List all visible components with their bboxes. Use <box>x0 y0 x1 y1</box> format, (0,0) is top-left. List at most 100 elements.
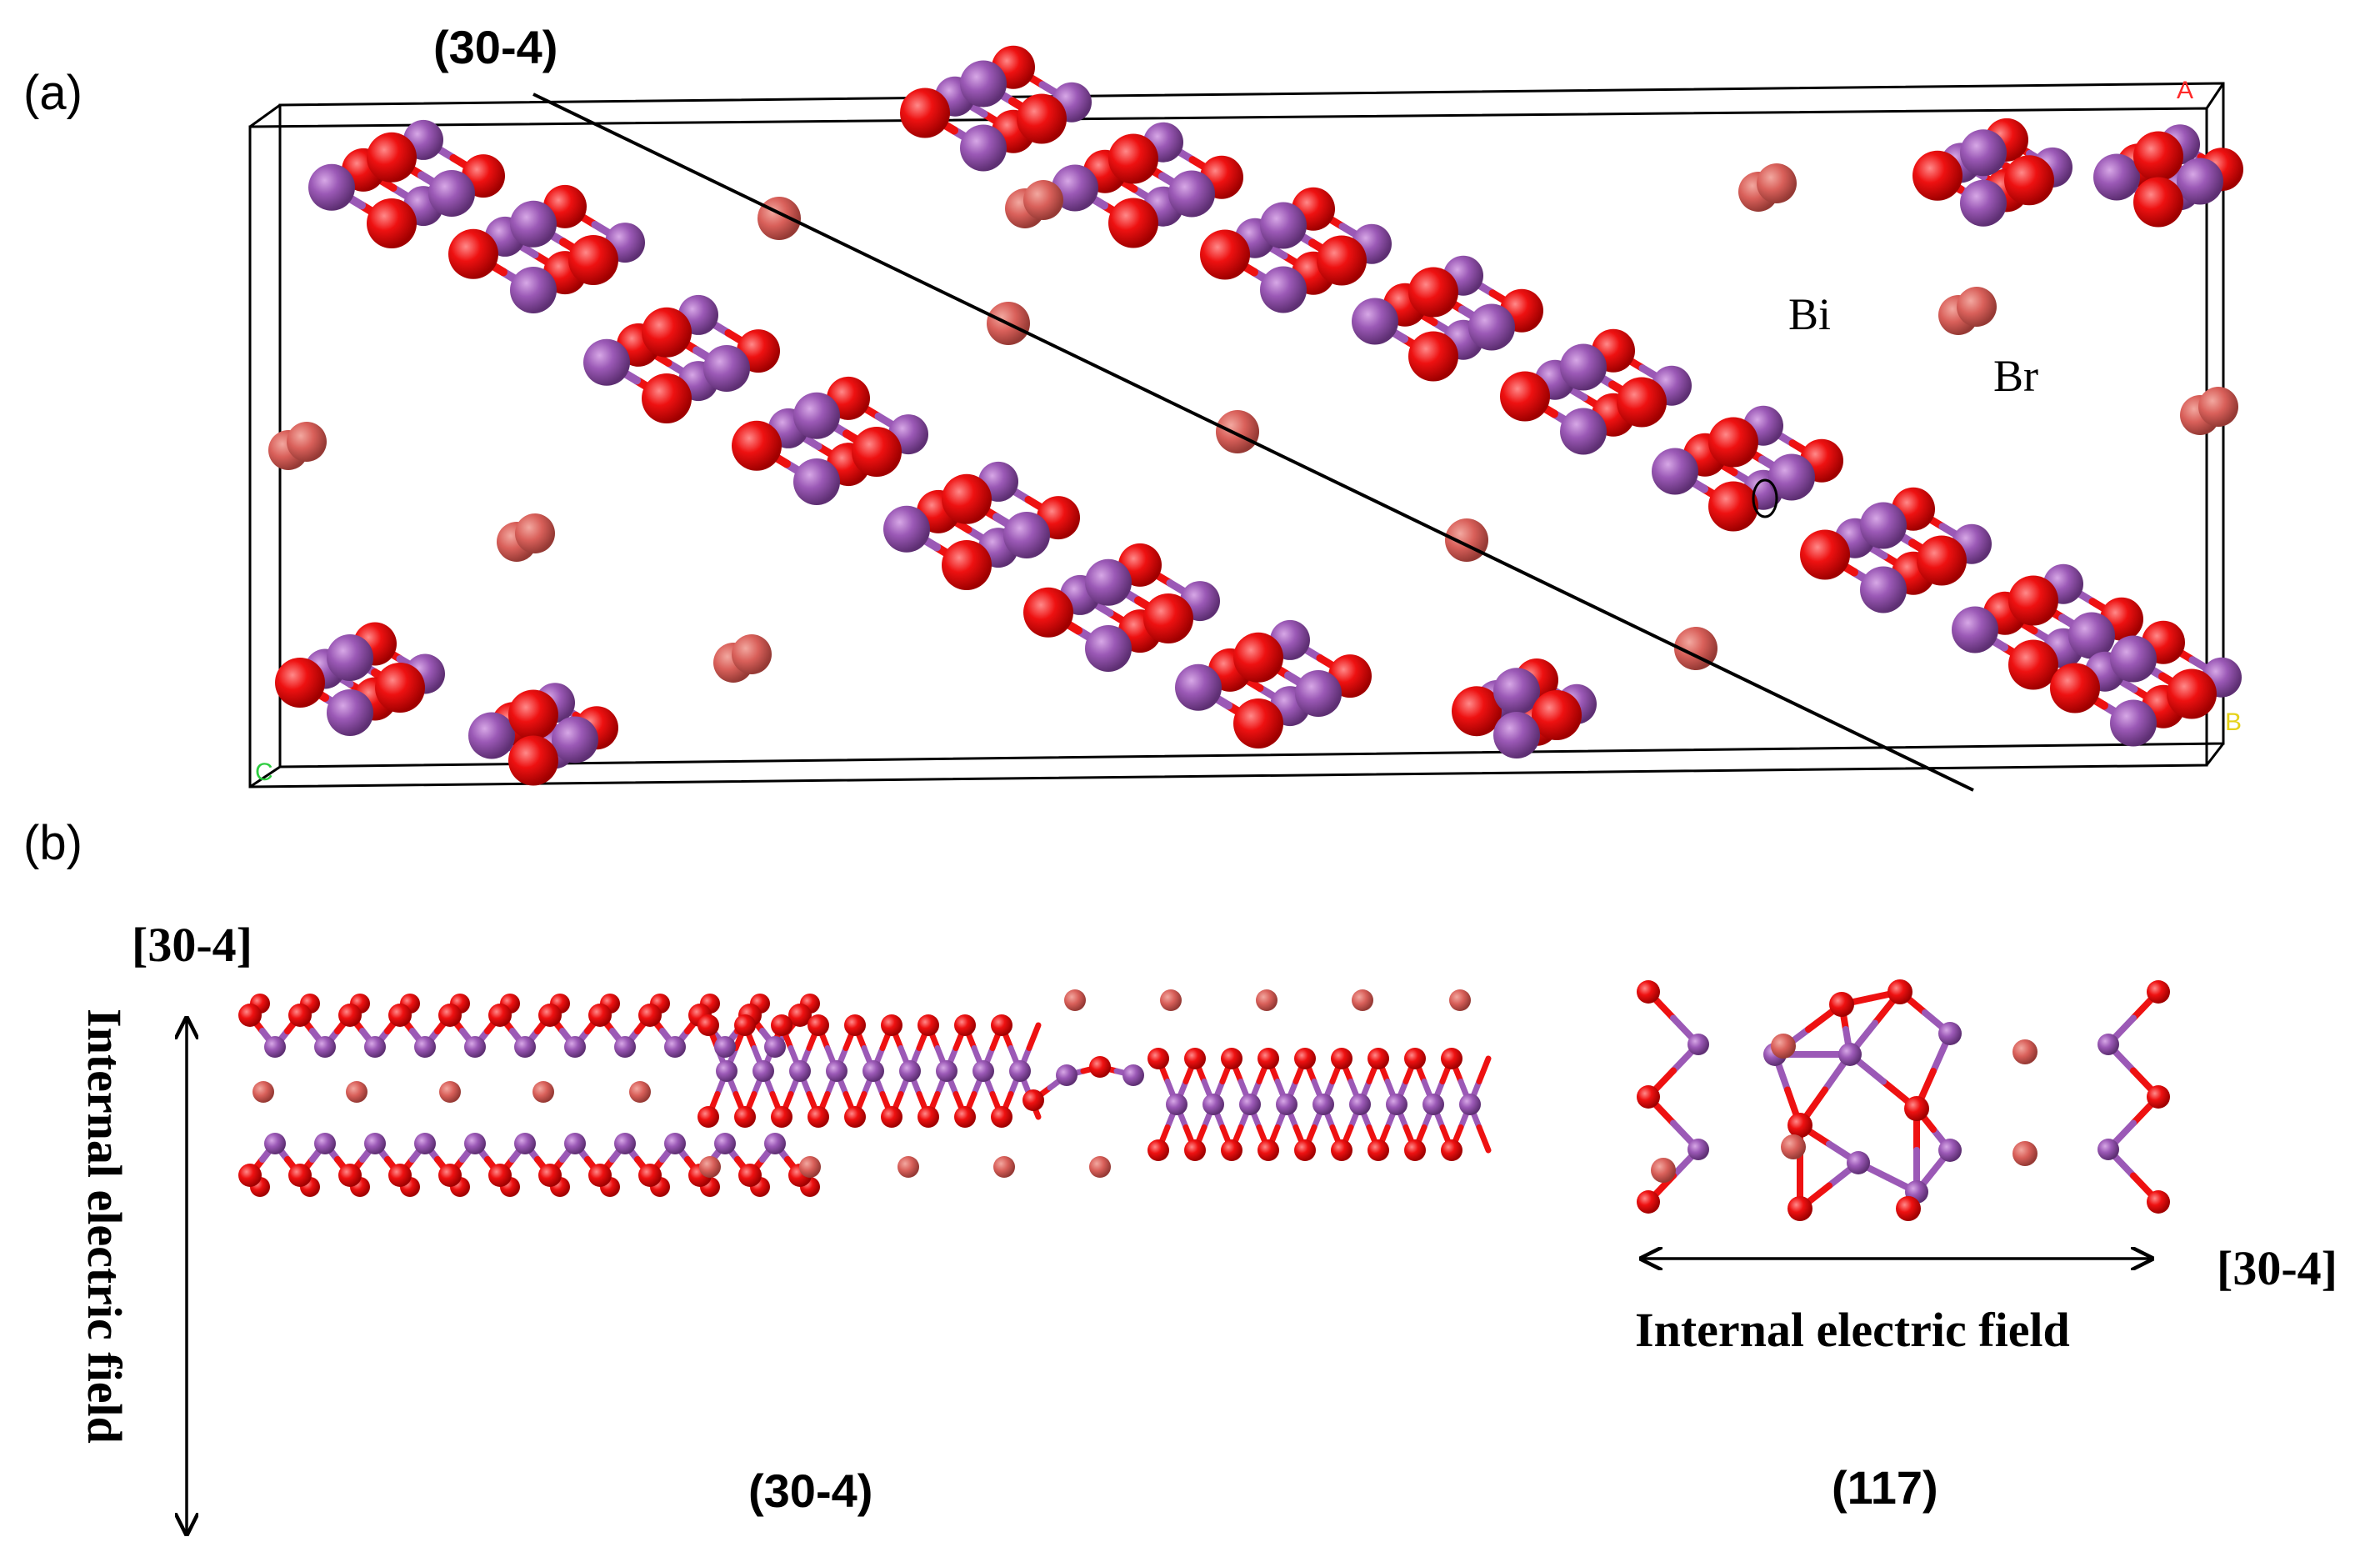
oxygen-atom <box>1148 1048 1169 1069</box>
oxygen-atom <box>338 1004 362 1027</box>
oxygen-atom <box>538 1004 562 1027</box>
bismuth-atom <box>793 458 840 505</box>
oxygen-atom <box>1368 1139 1389 1161</box>
bismuth-atom <box>1652 448 1698 495</box>
bromine-atom <box>1352 989 1373 1011</box>
bismuth-atom <box>514 1133 536 1154</box>
plane-30-4-label-top: (30-4) <box>433 21 558 73</box>
bismuth-atom <box>1860 502 1907 549</box>
oxygen-atom <box>1294 1139 1316 1161</box>
bromine-atom <box>898 1156 919 1178</box>
oxygen-atom <box>1221 1139 1242 1161</box>
panel-a-atoms <box>268 45 2243 786</box>
oxygen-atom <box>844 1014 866 1036</box>
oxygen-atom <box>2147 980 2170 1004</box>
oxygen-atom <box>388 1004 412 1027</box>
oxygen-atom <box>288 1164 312 1187</box>
bromine-atom <box>346 1081 368 1103</box>
bismuth-atom <box>826 1060 848 1082</box>
bismuth-atom <box>2098 1139 2119 1160</box>
bromine-atom <box>1651 1158 1676 1183</box>
oxygen-atom <box>568 235 618 285</box>
bismuth-atom <box>1422 1094 1444 1115</box>
bismuth-atom <box>510 267 557 313</box>
bismuth-atom <box>327 634 373 681</box>
bismuth-atom <box>1052 164 1098 212</box>
bromine-atom <box>758 197 801 240</box>
bismuth-atom <box>664 1133 686 1154</box>
panel-b-atoms <box>238 979 2170 1221</box>
oxygen-atom <box>1829 992 1854 1017</box>
bismuth-atom <box>1847 1151 1870 1174</box>
bismuth-atom <box>714 1036 736 1058</box>
bismuth-atom <box>2098 1034 2119 1055</box>
oxygen-atom <box>942 473 992 524</box>
panel-b-label: (b) <box>23 816 82 870</box>
bismuth-atom <box>414 1133 436 1154</box>
oxygen-atom <box>1637 980 1660 1004</box>
direction-30-4-left: [30-4] <box>132 918 252 972</box>
oxygen-atom <box>918 1014 939 1036</box>
oxygen-atom <box>1089 1056 1111 1078</box>
oxygen-atom <box>1331 1139 1352 1161</box>
bismuth-atom <box>1349 1094 1371 1115</box>
oxygen-atom <box>238 1164 262 1187</box>
oxygen-atom <box>881 1106 902 1128</box>
oxygen-atom <box>1917 535 1967 586</box>
oxygen-atom <box>734 1106 756 1128</box>
bismuth-atom <box>793 392 840 439</box>
bromine-atom <box>1449 989 1471 1011</box>
oxygen-atom <box>1221 1048 1242 1069</box>
oxygen-atom <box>238 1004 262 1027</box>
bromine-atom <box>287 422 327 462</box>
oxygen-atom <box>1184 1048 1206 1069</box>
oxygen-atom <box>1452 686 1502 737</box>
bismuth-atom <box>510 200 557 248</box>
bismuth-atom <box>1166 1094 1188 1115</box>
plane-117-label: (117) <box>1832 1461 1938 1514</box>
oxygen-atom <box>1637 1190 1660 1214</box>
oxygen-atom <box>1368 1048 1389 1069</box>
oxygen-atom <box>1500 371 1550 422</box>
axis-label-b: B <box>2225 708 2242 736</box>
bismuth-atom <box>883 505 930 553</box>
oxygen-atom <box>448 228 498 279</box>
bromine-atom <box>439 1081 461 1103</box>
bromine-atom <box>1771 1034 1796 1059</box>
bismuth-atom <box>1175 663 1222 711</box>
bismuth-atom <box>1768 453 1815 501</box>
bromine-atom <box>1781 1134 1806 1159</box>
unit-cell-box <box>248 82 2225 789</box>
bismuth-atom <box>899 1060 921 1082</box>
bismuth-atom <box>1085 625 1132 672</box>
oxygen-atom <box>488 1004 512 1027</box>
oxygen-atom <box>1258 1048 1279 1069</box>
bromine-atom <box>732 634 772 674</box>
bismuth-atom <box>1295 670 1342 717</box>
oxygen-atom <box>1708 417 1758 468</box>
bismuth-atom <box>327 689 373 736</box>
oxygen-atom <box>375 663 425 713</box>
oxygen-atom <box>367 198 417 248</box>
oxygen-atom <box>2050 663 2100 713</box>
bromine-atom <box>2012 1039 2038 1064</box>
oxygen-atom <box>2004 155 2054 206</box>
bismuth-atom <box>1085 558 1132 606</box>
bismuth-atom <box>752 1060 774 1082</box>
bismuth-atom <box>428 170 475 217</box>
oxygen-atom <box>1441 1048 1462 1069</box>
oxygen-atom <box>1912 150 1962 201</box>
bismuth-atom <box>314 1133 336 1154</box>
bromine-atom <box>629 1081 651 1103</box>
bismuth-atom <box>414 1036 436 1058</box>
bismuth-atom <box>1459 1094 1481 1115</box>
bismuth-atom <box>2110 635 2157 683</box>
oxygen-atom <box>588 1004 612 1027</box>
bismuth-atom <box>1352 298 1398 345</box>
oxygen-atom <box>808 1106 829 1128</box>
bismuth-atom <box>364 1133 386 1154</box>
oxygen-atom <box>508 735 558 786</box>
bismuth-atom <box>1952 606 1998 653</box>
bismuth-atom <box>1122 1064 1144 1086</box>
